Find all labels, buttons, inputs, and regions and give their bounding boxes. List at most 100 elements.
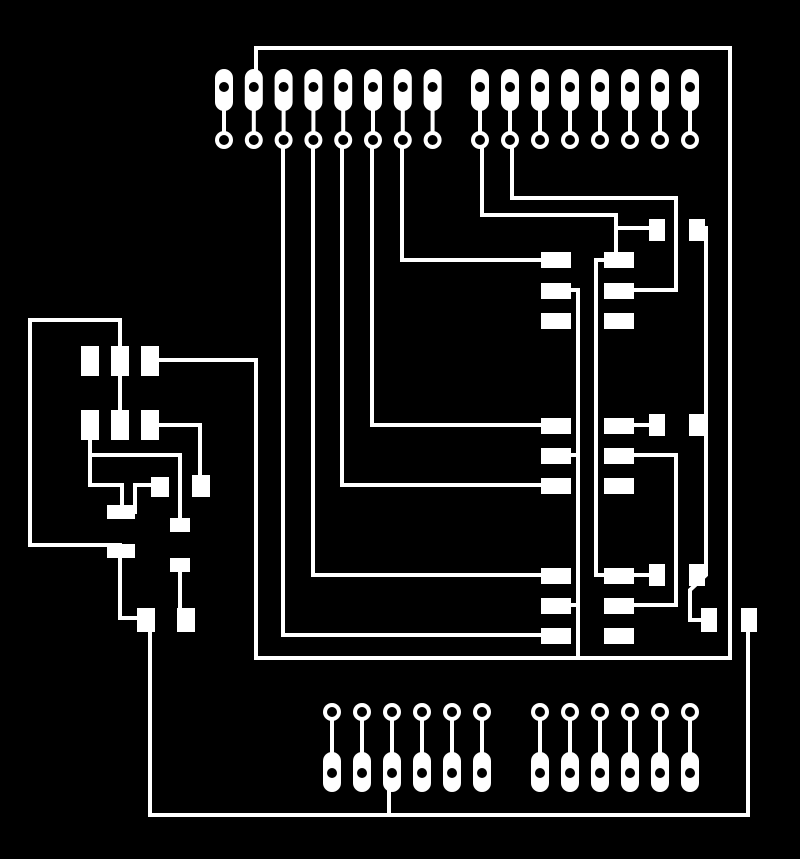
smd-pad [541,313,571,329]
header-pin [393,69,412,149]
pad-hole [427,82,438,92]
via-hole [535,707,545,717]
header-pin [413,703,431,792]
via-hole [327,707,337,717]
smd-pad [141,410,159,440]
smd-pad [137,608,155,632]
header-pin [591,69,609,149]
pad-hole [535,768,545,778]
smd-pad [649,564,665,586]
header-pin [443,703,461,792]
via-hole [565,135,575,145]
header-pin [681,703,699,792]
pad-hole [475,82,485,92]
pad-hole [477,768,487,778]
smd-pad [604,568,634,584]
smd-pad [649,414,665,436]
smd-pad [111,410,129,440]
pad-hole [655,82,665,92]
header-pin [304,69,323,149]
header-pin [681,69,699,149]
header-pin [383,703,401,792]
via-hole [447,707,457,717]
trace-19 [28,543,147,620]
via-hole [219,135,229,145]
smd-pad [604,283,634,299]
trace-22 [88,423,124,487]
header-pin [531,703,549,792]
trace-1 [148,46,732,660]
smd-pad [689,564,705,586]
smd-pad [541,628,571,644]
smd-pad [604,252,634,268]
trace-4 [340,136,558,487]
smd-pad [541,418,571,434]
via-hole [387,707,397,717]
via-hole [595,135,605,145]
smd-pad [141,346,159,376]
header-pin [215,69,233,149]
smd-pad [689,414,705,436]
via-hole [625,135,635,145]
smd-pad [151,477,169,497]
smd-pad [604,448,634,464]
pad-hole [248,82,259,92]
smd-pad [689,219,705,241]
header-pin [323,703,341,792]
pad-hole [685,82,695,92]
pad-hole [595,82,605,92]
pad-hole [565,768,575,778]
trace-27 [148,616,750,817]
via-hole [308,135,319,145]
header-pin [621,703,639,792]
header-pin [621,69,639,149]
header-pin [244,69,263,149]
via-hole [565,707,575,717]
via-hole [248,135,259,145]
header-pin [423,69,442,149]
pad-hole [397,82,408,92]
smd-pad [177,608,195,632]
trace-18 [28,318,122,547]
header-pin [651,703,669,792]
header-pin [651,69,669,149]
smd-pad [192,475,210,497]
header-pin [353,703,371,792]
via-hole [338,135,349,145]
pad-hole [535,82,545,92]
pad-hole [357,768,367,778]
smd-pad [81,410,99,440]
pad-hole [625,768,635,778]
header-pin [561,703,579,792]
pad-hole [308,82,319,92]
via-hole [685,707,695,717]
via-hole [417,707,427,717]
via-hole [477,707,487,717]
via-hole [625,707,635,717]
via-hole [427,135,438,145]
smd-pad [541,568,571,584]
via-hole [278,135,289,145]
trace-2 [281,136,558,637]
trace-21 [148,423,202,487]
via-hole [685,135,695,145]
smd-pad [604,418,634,434]
header-pin [334,69,353,149]
smd-pad [81,346,99,376]
smd-pad [604,313,634,329]
smd-pad [649,219,665,241]
pad-hole [387,768,397,778]
trace-13 [594,258,622,577]
smd-pad [111,346,129,376]
via-hole [655,707,665,717]
trace-8 [510,136,678,292]
smd-pad [741,608,757,632]
smd-pad [541,283,571,299]
trace-24 [88,453,182,527]
bottom-pin-header [323,703,699,792]
trace-5 [370,136,558,427]
header-pin [471,69,489,149]
via-hole [535,135,545,145]
smd-pad [604,478,634,494]
via-hole [655,135,665,145]
